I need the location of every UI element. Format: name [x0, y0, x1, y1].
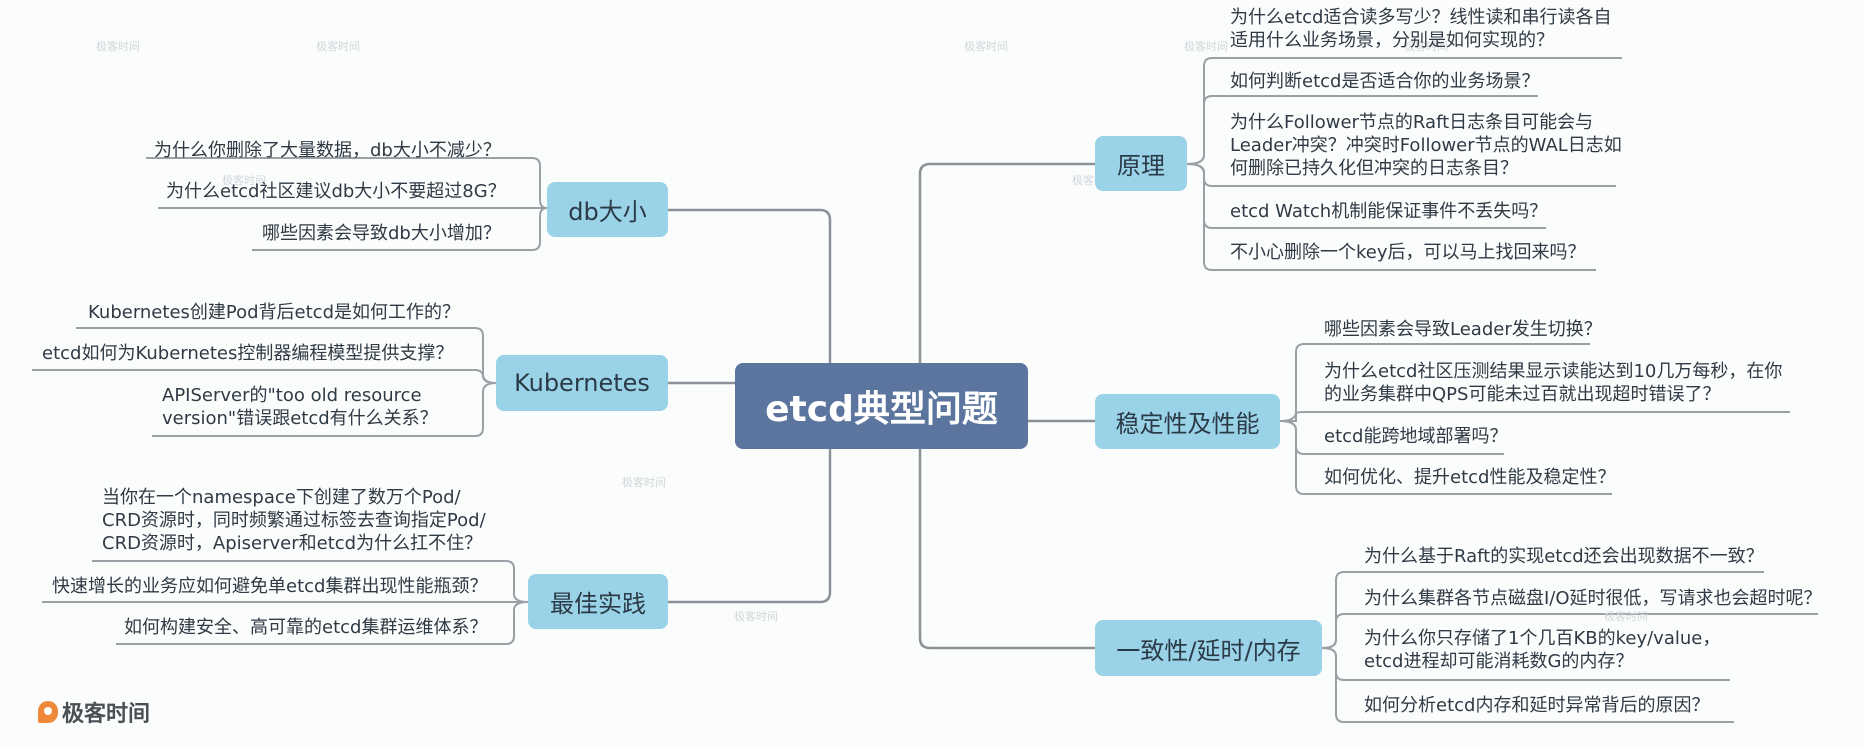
leaf-principle-3-line2: Leader冲突？冲突时Follower节点的WAL日志如: [1230, 135, 1622, 156]
leaf-best-1-line1: 当你在一个namespace下创建了数万个Pod/: [102, 487, 461, 508]
branch-principle[interactable]: 原理: [1095, 136, 1187, 191]
watermark: 极客时间: [1404, 40, 1448, 53]
leaf-consistency-3-line2: etcd进程却可能消耗数G的内存？: [1364, 651, 1634, 672]
watermark: 极客时间: [622, 476, 666, 489]
leaf-best-2[interactable]: 快速增长的业务应如何避免单etcd集群出现性能瓶颈？: [52, 576, 488, 597]
leaf-db-3[interactable]: 哪些因素会导致db大小增加？: [262, 223, 501, 244]
branch-stability-performance[interactable]: 稳定性及性能: [1095, 394, 1280, 449]
leaf-k8s-3-line2: version"错误跟etcd有什么关系？: [162, 408, 438, 429]
leaf-consistency-1[interactable]: 为什么基于Raft的实现etcd还会出现数据不一致？: [1364, 546, 1764, 567]
leaf-consistency-3-line1: 为什么你只存储了1个几百KB的key/value，: [1364, 628, 1721, 649]
brand-logo-text: 极客时间: [62, 702, 151, 727]
geektime-logo-icon: [38, 701, 58, 723]
branch-db-size[interactable]: db大小: [547, 182, 668, 237]
watermark: 极客时间: [316, 40, 360, 53]
leaf-best-1-line3: CRD资源时，Apiserver和etcd为什么扛不住？: [102, 533, 483, 554]
root-node[interactable]: etcd典型问题: [735, 363, 1028, 449]
leaf-stability-1[interactable]: 哪些因素会导致Leader发生切换？: [1324, 319, 1602, 340]
leaf-stability-2-line1: 为什么etcd社区压测结果显示读能达到10几万每秒，在你: [1324, 361, 1783, 382]
leaf-principle-3[interactable]: 为什么Follower节点的Raft日志条目可能会与 Leader冲突？冲突时F…: [1230, 111, 1622, 180]
connector-db: [668, 208, 832, 363]
leaf-consistency-2[interactable]: 为什么集群各节点磁盘I/O延时很低，写请求也会超时呢？: [1364, 588, 1822, 609]
leaf-stability-2-line2: 的业务集群中QPS可能未过百就出现超时错误了？: [1324, 384, 1721, 405]
leaf-stability-3[interactable]: etcd能跨地域部署吗？: [1324, 426, 1508, 447]
leaf-principle-1-line2: 适用什么业务场景，分别是如何实现的？: [1230, 30, 1554, 51]
leaf-k8s-2[interactable]: etcd如何为Kubernetes控制器编程模型提供支撑？: [42, 343, 454, 364]
leaf-consistency-3[interactable]: 为什么你只存储了1个几百KB的key/value， etcd进程却可能消耗数G的…: [1364, 627, 1720, 673]
watermark: 极客时间: [734, 610, 778, 623]
watermark: 极客时间: [1604, 610, 1648, 623]
leaf-k8s-3[interactable]: APIServer的"too old resource version"错误跟e…: [162, 384, 438, 430]
leaf-k8s-1[interactable]: Kubernetes创建Pod背后etcd是如何工作的？: [88, 302, 460, 323]
branch-consistency-latency-memory[interactable]: 一致性/延时/内存: [1095, 620, 1322, 676]
leaf-principle-3-line3: 何删除已持久化但冲突的日志条目？: [1230, 158, 1518, 179]
leaf-principle-1-line1: 为什么etcd适合读多写少？线性读和串行读各自: [1230, 7, 1612, 28]
watermark: 极客时间: [964, 40, 1008, 53]
leaf-db-1[interactable]: 为什么你删除了大量数据，db大小不减少？: [154, 140, 501, 161]
leaf-best-1[interactable]: 当你在一个namespace下创建了数万个Pod/ CRD资源时，同时频繁通过标…: [102, 486, 486, 555]
leaf-stability-4[interactable]: 如何优化、提升etcd性能及稳定性？: [1324, 467, 1616, 488]
watermark: 极客时间: [1184, 40, 1228, 53]
branch-kubernetes[interactable]: Kubernetes: [496, 355, 668, 411]
leaf-principle-1[interactable]: 为什么etcd适合读多写少？线性读和串行读各自 适用什么业务场景，分别是如何实现…: [1230, 6, 1611, 52]
leaf-db-2[interactable]: 为什么etcd社区建议db大小不要超过8G？: [166, 181, 506, 202]
connector-consistency: [918, 449, 1095, 650]
brand-logo: 极客时间: [38, 696, 150, 728]
watermark: 极客时间: [222, 174, 266, 187]
leaf-principle-4[interactable]: etcd Watch机制能保证事件不丢失吗？: [1230, 201, 1548, 222]
leaf-best-1-line2: CRD资源时，同时频繁通过标签去查询指定Pod/: [102, 510, 486, 531]
leaf-k8s-3-line1: APIServer的"too old resource: [162, 385, 422, 406]
leaf-principle-2[interactable]: 如何判断etcd是否适合你的业务场景？: [1230, 71, 1540, 92]
connector-principle: [918, 162, 1095, 363]
leaf-stability-2[interactable]: 为什么etcd社区压测结果显示读能达到10几万每秒，在你 的业务集群中QPS可能…: [1324, 360, 1782, 406]
connector-best: [668, 449, 832, 604]
watermark: 极客时间: [96, 40, 140, 53]
leaf-consistency-4[interactable]: 如何分析etcd内存和延时异常背后的原因？: [1364, 695, 1710, 716]
leaf-principle-5[interactable]: 不小心删除一个key后，可以马上找回来吗？: [1230, 242, 1586, 263]
branch-best-practice[interactable]: 最佳实践: [528, 574, 668, 629]
leaf-best-3[interactable]: 如何构建安全、高可靠的etcd集群运维体系？: [124, 617, 488, 638]
leaf-principle-3-line1: 为什么Follower节点的Raft日志条目可能会与: [1230, 112, 1594, 133]
